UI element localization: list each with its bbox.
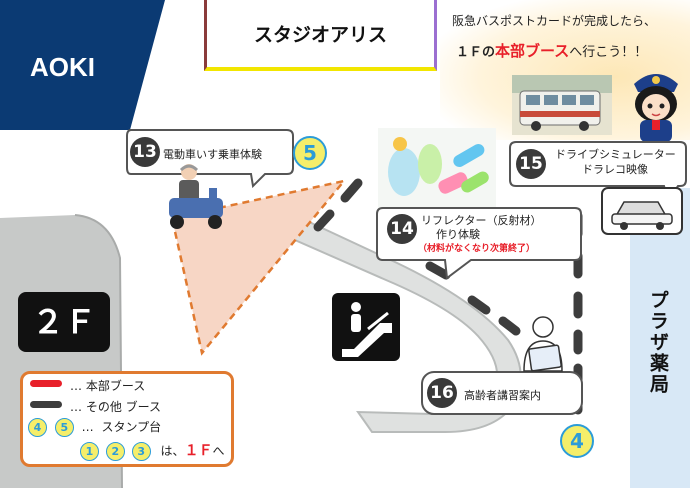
legend-main-booth-label: … 本部ブース [70, 379, 146, 393]
floor-label: ２Ｆ [18, 292, 110, 352]
escalator-icon [332, 293, 400, 361]
police-mascot-icon [634, 74, 678, 142]
notice-prefix: １Ｆの [456, 45, 496, 60]
legend-stamp-3: 3 [131, 442, 151, 461]
legend-stamp-row: 4 5 … スタンプ台 [28, 418, 161, 437]
legend-stamp-4: 4 [28, 418, 47, 437]
legend-other-booth-label: … その他 ブース [70, 400, 162, 414]
booth-15-label-line1: ドライブシミュレーター [555, 148, 676, 161]
stamp-5: 5 [293, 136, 327, 170]
booth-16-number: 16 [427, 378, 457, 408]
gray-floor-edge [74, 214, 123, 488]
booth-16-label: 高齢者講習案内 [464, 389, 541, 402]
wheelchair-scooter-icon [169, 164, 223, 229]
legend-stamp-1: 1 [80, 442, 99, 461]
studio-alice-label: スタジオアリス [253, 24, 387, 46]
notice-line-1: 阪急バスポストカードが完成したら、 [452, 14, 657, 28]
booth-14-label-line2: 作り体験 [436, 228, 480, 241]
pharmacy-label: プラザ薬局 [647, 290, 669, 395]
stamp-4: 4 [560, 424, 594, 458]
pharmacy-area [630, 188, 690, 488]
legend-box [20, 371, 234, 467]
booth-14-number: 14 [387, 214, 417, 244]
notice-highlight: 本部ブース [495, 42, 570, 60]
studio-alice-block [204, 0, 437, 71]
booth-15-number: 15 [516, 149, 546, 179]
booth-16-callout-frame [421, 371, 583, 415]
notice-line-2: １Ｆの本部ブースへ行こう！！ [456, 40, 647, 61]
legend-stamp-sep: … [81, 420, 94, 434]
legend-stamp-note-suffix: へ [212, 444, 225, 458]
booth-14-note: （材料がなくなり次第終了） [418, 244, 536, 254]
booth-14-label-line1: リフレクター（反射材） [421, 214, 542, 227]
legend-stamp-note-prefix: は、 [160, 444, 185, 458]
legend-stamp-note-floor: １Ｆ [184, 443, 213, 459]
legend-stamp-label: スタンプ台 [101, 420, 162, 434]
legend-stamp-5: 5 [54, 418, 74, 437]
bus-photo-icon [512, 75, 612, 135]
car-simulator-icon [601, 187, 683, 235]
aoki-store-block [0, 0, 165, 130]
legend-stamp-note-row: 1 2 3 は、１Ｆへ [80, 440, 225, 461]
other-booth-dashes [313, 178, 583, 415]
legend-stamp-2: 2 [105, 442, 125, 461]
reflector-craft-icon [378, 128, 496, 210]
aoki-label: AOKI [30, 52, 95, 82]
booth-14-callout-frame [376, 207, 582, 280]
booth-13-callout-frame [126, 129, 294, 189]
booth-13-label: 電動車いす乗車体験 [163, 148, 262, 161]
notice-suffix: へ行こう！！ [569, 45, 648, 60]
legend-main-booth-swatch [30, 380, 62, 387]
legend-other-booth-swatch [30, 401, 62, 408]
tablet-person-icon [523, 316, 563, 372]
booth-15-label-line2: ドラレコ映像 [582, 163, 648, 176]
booth-13-number: 13 [130, 137, 160, 167]
